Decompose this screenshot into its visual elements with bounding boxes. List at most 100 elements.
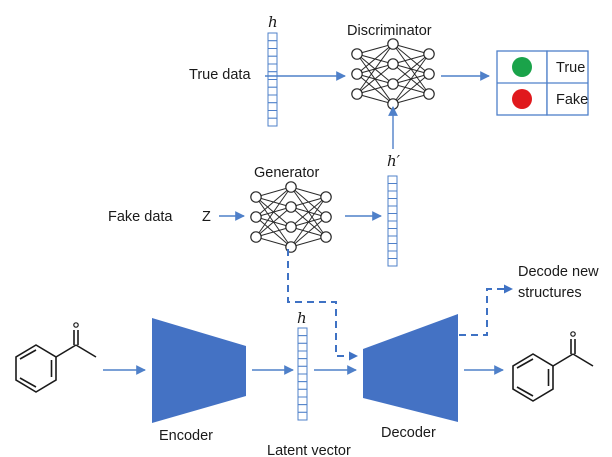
network-node xyxy=(387,78,399,90)
network-connection xyxy=(392,93,430,105)
generator-label: Generator xyxy=(254,165,319,181)
network-node xyxy=(320,211,332,223)
network-connection xyxy=(290,196,327,228)
vector-cell xyxy=(297,327,308,337)
network-connection xyxy=(290,196,327,248)
network-connection xyxy=(356,43,394,95)
vector-cell xyxy=(297,358,308,367)
network-connection xyxy=(290,236,327,248)
vector-cell xyxy=(297,381,308,390)
decode-new-label-line2: structures xyxy=(518,285,582,301)
network-node xyxy=(351,48,363,60)
vector-cell xyxy=(267,63,278,73)
network-connection xyxy=(392,53,430,85)
vector-cell xyxy=(267,110,278,119)
vector-cell xyxy=(267,117,278,127)
network-node xyxy=(250,231,262,243)
network-node xyxy=(387,38,399,50)
network-connection xyxy=(356,63,394,95)
encoder-label: Encoder xyxy=(159,428,213,444)
vector-cell xyxy=(297,396,308,406)
true-indicator-icon xyxy=(512,57,532,77)
output-molecule-icon xyxy=(512,331,594,402)
fake-indicator-icon xyxy=(512,89,532,109)
vector-cell xyxy=(267,40,278,49)
network-node xyxy=(423,88,435,100)
network-node xyxy=(285,221,297,233)
vector-cell xyxy=(387,220,398,229)
network-connection xyxy=(356,83,394,95)
generator-to-decoder-dashed-path xyxy=(287,249,352,357)
vector-cell xyxy=(297,335,308,344)
network-connection xyxy=(255,206,292,238)
vector-cell xyxy=(387,213,398,222)
discriminator-label: Discriminator xyxy=(347,23,432,39)
network-node xyxy=(285,201,297,213)
network-node xyxy=(351,88,363,100)
vector-cell xyxy=(387,243,398,252)
network-node xyxy=(250,191,262,203)
vector-cell xyxy=(267,32,278,42)
latent-vector-label: Latent vector xyxy=(267,443,351,457)
decoder-to-new-structures-dashed-path xyxy=(459,288,507,336)
network-connection xyxy=(290,186,327,198)
network-node xyxy=(250,211,262,223)
network-connection xyxy=(356,43,394,55)
output-true-label: True xyxy=(556,60,585,76)
encoder-block xyxy=(152,318,246,423)
vector-cell xyxy=(297,404,308,413)
network-connection xyxy=(392,53,430,65)
discriminator-network xyxy=(351,38,435,110)
network-node xyxy=(320,191,332,203)
vector-cell xyxy=(387,258,398,267)
vector-cell xyxy=(387,183,398,192)
network-connection xyxy=(255,186,292,218)
vector-cell xyxy=(297,388,308,398)
h-latent-label: h xyxy=(297,309,307,327)
network-node xyxy=(423,48,435,60)
network-connection xyxy=(392,53,430,105)
generator-network xyxy=(250,181,332,253)
vector-cell xyxy=(297,411,308,421)
network-node xyxy=(387,58,399,70)
output-fake-label: Fake xyxy=(556,92,588,108)
network-connection xyxy=(356,43,394,75)
vector-cell xyxy=(267,55,278,65)
network-connection xyxy=(290,216,327,248)
vector-cell xyxy=(267,48,278,57)
vector-cell xyxy=(387,175,398,184)
vector-cell xyxy=(267,94,278,104)
network-connection xyxy=(255,236,292,248)
latent-vector xyxy=(297,327,308,421)
vector-cell xyxy=(387,205,398,214)
dashed-arrowhead-new-structures xyxy=(504,284,513,294)
vector-cell xyxy=(387,190,398,199)
network-connection xyxy=(392,73,430,105)
network-connection xyxy=(392,43,430,55)
h-prime-label: h′ xyxy=(387,152,401,170)
vector-cell xyxy=(387,198,398,207)
decoder-label: Decoder xyxy=(381,425,436,441)
network-node xyxy=(351,68,363,80)
true-data-vector xyxy=(267,32,278,127)
network-connection xyxy=(290,196,327,208)
vector-cell xyxy=(387,228,398,237)
input-molecule-icon xyxy=(15,322,97,393)
vector-cell xyxy=(297,350,308,360)
network-connection xyxy=(255,226,292,238)
z-label: Z xyxy=(202,209,211,225)
vector-cell xyxy=(267,79,278,88)
network-connection xyxy=(356,93,394,105)
true-data-label: True data xyxy=(189,67,251,83)
decode-new-label-line1: Decode new xyxy=(518,264,599,280)
network-connection xyxy=(255,186,292,238)
vector-cell xyxy=(297,342,308,352)
generated-vector xyxy=(387,175,398,267)
network-connection xyxy=(255,186,292,198)
discriminator-output-box: True Fake xyxy=(496,50,589,116)
vector-cell xyxy=(267,86,278,96)
vector-cell xyxy=(387,235,398,244)
vector-cell xyxy=(387,250,398,259)
network-node xyxy=(423,68,435,80)
